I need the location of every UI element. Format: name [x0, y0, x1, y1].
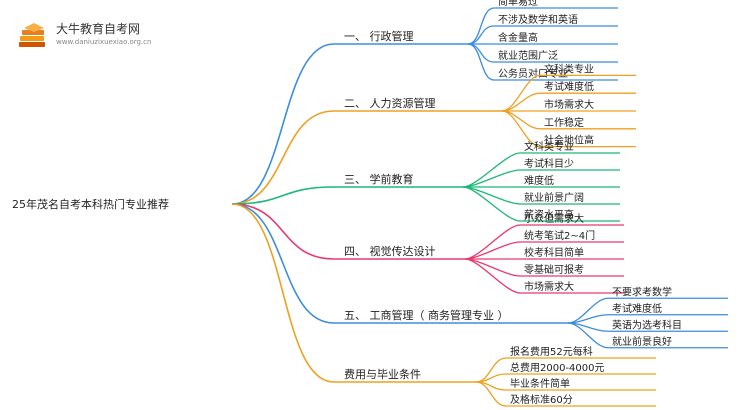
leaf-label: 市场需求大: [524, 280, 574, 293]
leaf-label: 薪资水平高: [524, 208, 574, 221]
book-stack-icon: [19, 23, 45, 47]
leaf-connector: [462, 186, 620, 222]
leaf-label: 公务员对口专业: [498, 67, 568, 80]
leaf-label: 市场需求大: [544, 98, 594, 111]
leaf-connector: [567, 322, 728, 349]
leaf-label: 就业范围广泛: [498, 49, 558, 62]
branch-label: 三、 学前教育: [344, 172, 414, 186]
leaf-connector: [467, 25, 618, 45]
leaf-label: 校考科目简单: [524, 246, 584, 259]
branch-label: 一、 行政管理: [344, 29, 414, 43]
branch-label: 费用与毕业条件: [344, 367, 421, 381]
leaf-label: 零基础可报考: [524, 263, 584, 276]
branch-connector: [231, 203, 568, 324]
watermark-logo: 大牛教育自考网 www.daniuzixuexiao.org.cn: [16, 14, 186, 54]
branch-connector: [231, 43, 468, 205]
leaf-label: 毕业条件简单: [510, 377, 570, 390]
leaf-label: 统考笔试2~4门: [524, 229, 595, 242]
branch-label: 二、 人力资源管理: [344, 96, 436, 110]
leaf-label: 不涉及数学和英语: [498, 13, 578, 26]
leaf-label: 难度低: [524, 174, 554, 187]
leaf-label: 英语为选考科目: [612, 318, 682, 331]
leaf-connector: [467, 43, 618, 81]
branch-connector: [231, 203, 476, 383]
leaf-label: 文科类专业: [544, 62, 594, 75]
branch-connector: [231, 110, 502, 205]
leaf-label: 含金量高: [498, 31, 538, 44]
leaf-connector: [475, 381, 656, 407]
branch-connector: [231, 186, 463, 205]
leaf-label: 报名费用52元每科: [510, 345, 593, 358]
leaf-label: 工作稳定: [544, 116, 584, 129]
leaf-connector: [501, 110, 636, 148]
leaf-label: 社会地位高: [544, 134, 594, 147]
leaf-label: 总费用2000-4000元: [510, 361, 605, 374]
leaf-label: 不要求考数学: [612, 285, 672, 298]
leaf-label: 小众但需求大: [524, 212, 584, 225]
leaf-label: 文科类专业: [524, 140, 574, 153]
branch-label: 四、 视觉传达设计: [344, 244, 436, 258]
leaf-label: 简单易过: [498, 0, 538, 8]
leaf-label: 就业前景广阔: [524, 191, 584, 204]
leaf-label: 考试科目少: [524, 157, 574, 170]
leaf-label: 就业前景良好: [612, 335, 672, 348]
root-topic: 25年茂名自考本科热门专业推荐: [12, 197, 169, 211]
leaf-label: 及格标准60分: [510, 393, 573, 406]
watermark-title: 大牛教育自考网: [56, 22, 141, 36]
watermark-url: www.daniuzixuexiao.org.cn: [56, 38, 152, 46]
branch-connector: [231, 203, 465, 260]
leaf-label: 考试难度低: [544, 80, 594, 93]
leaf-label: 考试难度低: [612, 302, 662, 315]
leaf-connector: [464, 258, 624, 294]
branch-label: 五、 工商管理（ 商务管理专业 ）: [344, 308, 509, 322]
